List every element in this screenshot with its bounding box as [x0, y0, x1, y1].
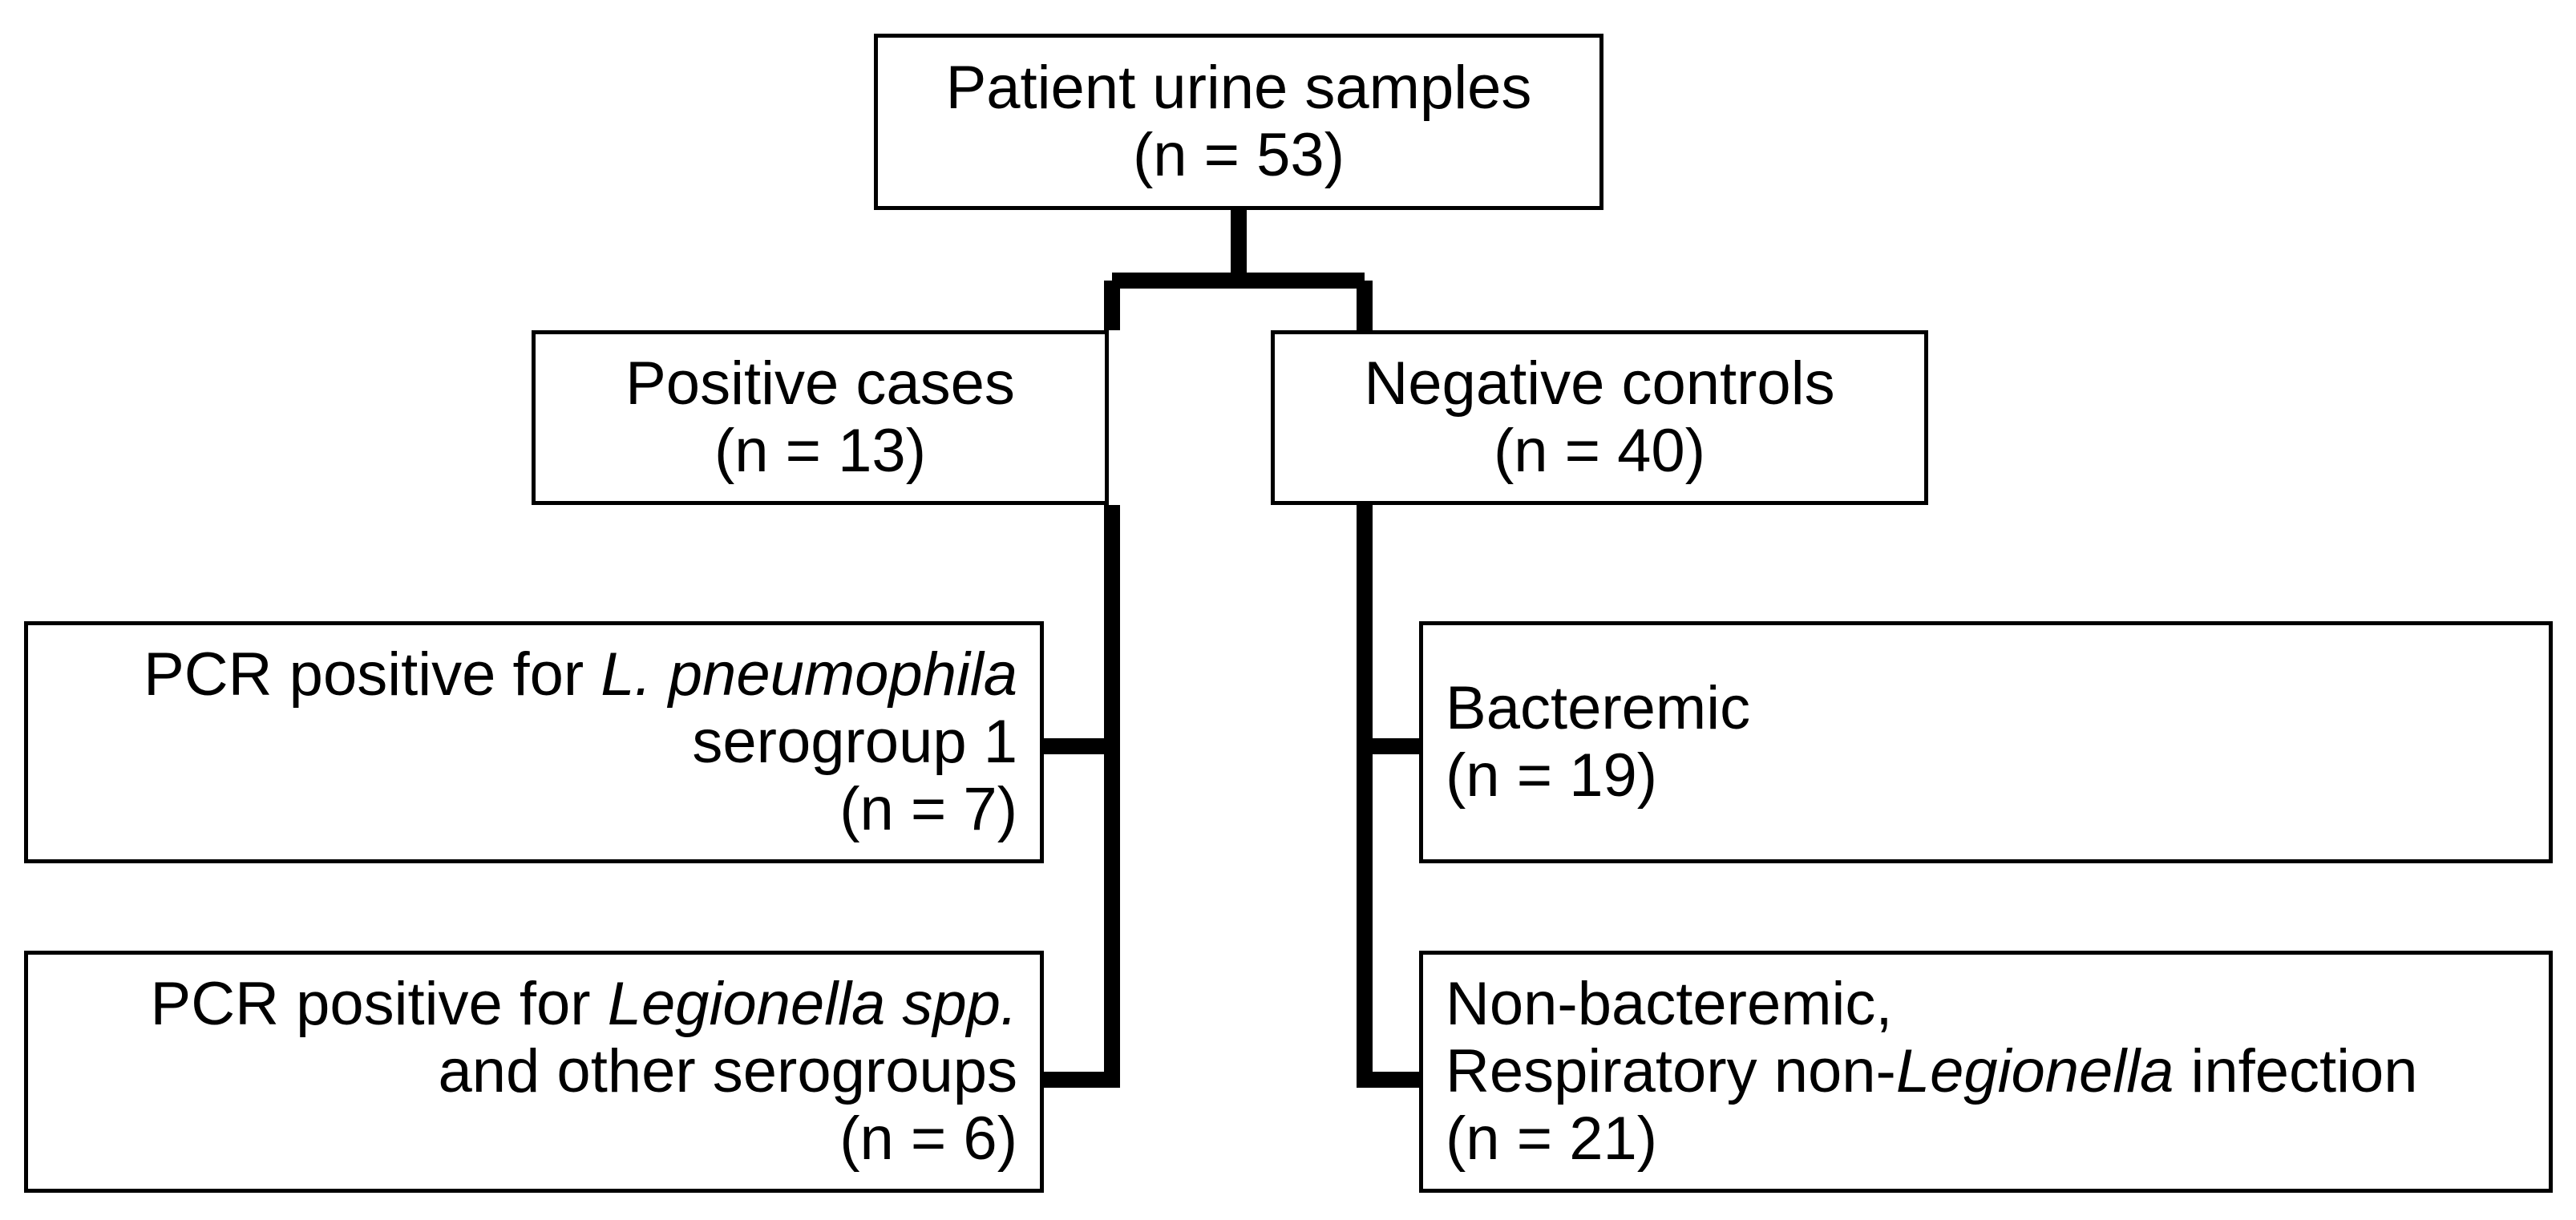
root-node-count: (n = 53)	[1132, 121, 1345, 189]
bacteremic-title: Bacteremic	[1446, 674, 1751, 742]
pcr-positive-lp-line1: PCR positive for L. pneumophila	[144, 641, 1017, 709]
pcr-positive-other-prefix: PCR positive for	[150, 970, 608, 1038]
non-bacteremic-genus: Legionella	[1895, 1037, 2174, 1105]
non-bacteremic-prefix: Respiratory non-	[1446, 1037, 1896, 1105]
pcr-positive-lp-prefix: PCR positive for	[144, 640, 601, 709]
pcr-positive-other-box: PCR positive for Legionella spp. and oth…	[24, 951, 1044, 1193]
bacteremic-count: (n = 19)	[1446, 741, 1658, 810]
negative-controls-count: (n = 40)	[1493, 417, 1706, 485]
negative-controls-title: Negative controls	[1364, 349, 1835, 418]
bacteremic-box: Bacteremic (n = 19)	[1419, 621, 2553, 863]
pcr-positive-lp-count: (n = 7)	[839, 775, 1017, 843]
pcr-positive-other-count: (n = 6)	[839, 1105, 1017, 1173]
positive-cases-count: (n = 13)	[714, 417, 927, 485]
non-bacteremic-line1: Non-bacteremic,	[1446, 970, 1893, 1038]
root-node-box: Patient urine samples (n = 53)	[874, 34, 1603, 210]
pcr-positive-other-species: Legionella spp.	[607, 970, 1017, 1038]
pcr-positive-lp-species: L. pneumophila	[601, 640, 1017, 709]
non-bacteremic-count: (n = 21)	[1446, 1105, 1658, 1173]
non-bacteremic-suffix: infection	[2174, 1037, 2418, 1105]
pcr-positive-lp-box: PCR positive for L. pneumophila serogrou…	[24, 621, 1044, 863]
non-bacteremic-box: Non-bacteremic, Respiratory non-Legionel…	[1419, 951, 2553, 1193]
root-node-title: Patient urine samples	[945, 54, 1532, 122]
pcr-positive-other-line1: PCR positive for Legionella spp.	[151, 971, 1017, 1038]
pcr-positive-other-line2: and other serogroups	[438, 1037, 1017, 1105]
positive-cases-box: Positive cases (n = 13)	[532, 330, 1109, 505]
pcr-positive-lp-line2: serogroup 1	[692, 708, 1017, 776]
negative-controls-box: Negative controls (n = 40)	[1271, 330, 1928, 505]
positive-cases-title: Positive cases	[625, 349, 1015, 418]
non-bacteremic-line2: Respiratory non-Legionella infection	[1446, 1038, 2418, 1105]
